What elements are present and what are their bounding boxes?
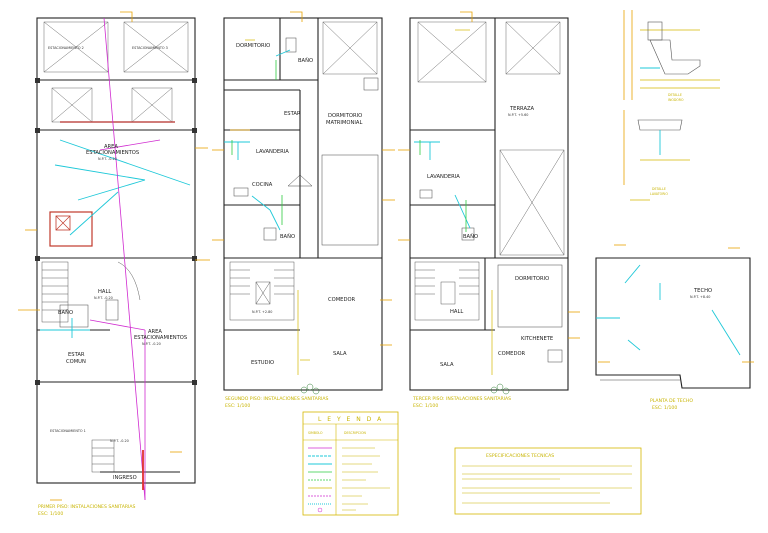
room-label-ingreso: INGRESO <box>113 475 137 481</box>
room-label-kitchenette: KITCHENETE <box>521 336 553 342</box>
detail-title: DETALLE <box>668 93 682 97</box>
room-label-estac3: ESTACIONAMIENTO 3 <box>132 46 168 50</box>
plan-scale: ESC: 1/100 <box>413 403 438 409</box>
room-label-comedor: COMEDOR <box>498 351 526 357</box>
legend-col-symbol: SIMBOLO <box>308 431 323 435</box>
detail-sink <box>623 110 690 201</box>
room-label-area2-sub: ESTACIONAMIENTOS <box>134 335 187 341</box>
npt-label: N.P.T. +2.80 <box>252 310 272 314</box>
room-label-comun: COMUN <box>66 359 86 365</box>
room-label-sala: SALA <box>440 362 454 368</box>
plan-first-floor <box>18 11 210 501</box>
legend-panel <box>302 411 399 516</box>
plan-caption: PLANTA DE TECHO <box>650 398 693 404</box>
room-label-matrimonial: MATRIMONIAL <box>326 120 362 126</box>
room-label-hall: HALL <box>450 309 463 315</box>
room-label-estudio: ESTUDIO <box>251 360 274 366</box>
room-label-estar: ESTAR <box>68 352 85 358</box>
room-label-estac1: ESTACIONAMIENTO 1 <box>50 429 86 433</box>
detail-subtitle: LAVATORIO <box>650 192 668 196</box>
room-label-terraza: TERRAZA <box>509 106 535 112</box>
plan-second-floor <box>212 11 395 395</box>
plan-scale: ESC: 1/100 <box>225 403 250 409</box>
legend-col-description: DESCRIPCION <box>344 431 366 435</box>
room-label-lavanderia: LAVANDERIA <box>427 174 460 180</box>
detail-toilet <box>623 10 720 100</box>
room-label-area-estac-sub: ESTACIONAMIENTOS <box>86 150 139 156</box>
room-label-lavanderia: LAVANDERIA <box>256 149 289 155</box>
detail-subtitle: INODORO <box>668 98 684 102</box>
plan-third-floor <box>398 11 580 395</box>
room-label-estar: ESTAR <box>284 111 301 117</box>
notes-title: ESPECIFICACIONES TECNICAS <box>486 453 554 459</box>
npt-label: N.P.T. -0.20 <box>142 342 161 346</box>
room-label-bano2: BAÑO <box>280 233 295 240</box>
plan-caption: SEGUNDO PISO: INSTALACIONES SANITARIAS <box>225 396 329 402</box>
room-label-hall: HALL <box>98 289 111 295</box>
room-label-techo: TECHO <box>693 288 712 294</box>
room-label-sala: SALA <box>333 351 347 357</box>
npt-label: N.P.T. -0.20 <box>94 296 113 300</box>
legend-title: L E Y E N D A <box>318 416 383 423</box>
room-label-estac2: ESTACIONAMIENTO 2 <box>48 46 84 50</box>
room-label-dormitorio: DORMITORIO <box>515 276 549 282</box>
room-label-area-estac: AREA <box>104 144 118 150</box>
room-label-comedor: COMEDOR <box>328 297 356 303</box>
plan-caption: PRIMER PISO: INSTALACIONES SANITARIAS <box>38 504 136 510</box>
npt-label: N.P.T. -0.20 <box>98 157 117 161</box>
room-label-bano: BAÑO <box>463 233 478 240</box>
detail-title: DETALLE <box>652 187 666 191</box>
npt-label: N.P.T. +8.40 <box>690 295 710 299</box>
plan-roof <box>595 244 754 389</box>
room-label-area2: AREA <box>148 329 162 335</box>
room-label-cocina: COCINA <box>252 182 273 188</box>
plan-scale: ESC: 1/100 <box>38 511 63 517</box>
room-label-bano: BAÑO <box>58 309 73 316</box>
npt-label: N.P.T. +5.60 <box>508 113 528 117</box>
npt-label: N.P.T. -0.20 <box>110 439 129 443</box>
room-label-dorm-matrimonial: DORMITORIO <box>328 113 362 119</box>
plan-scale: ESC: 1/100 <box>652 405 677 411</box>
plan-caption: TERCER PISO: INSTALACIONES SANITARIAS <box>412 396 511 402</box>
specifications-panel <box>454 447 642 515</box>
room-label-bano: BAÑO <box>298 57 313 64</box>
room-label-dormitorio: DORMITORIO <box>236 43 270 49</box>
